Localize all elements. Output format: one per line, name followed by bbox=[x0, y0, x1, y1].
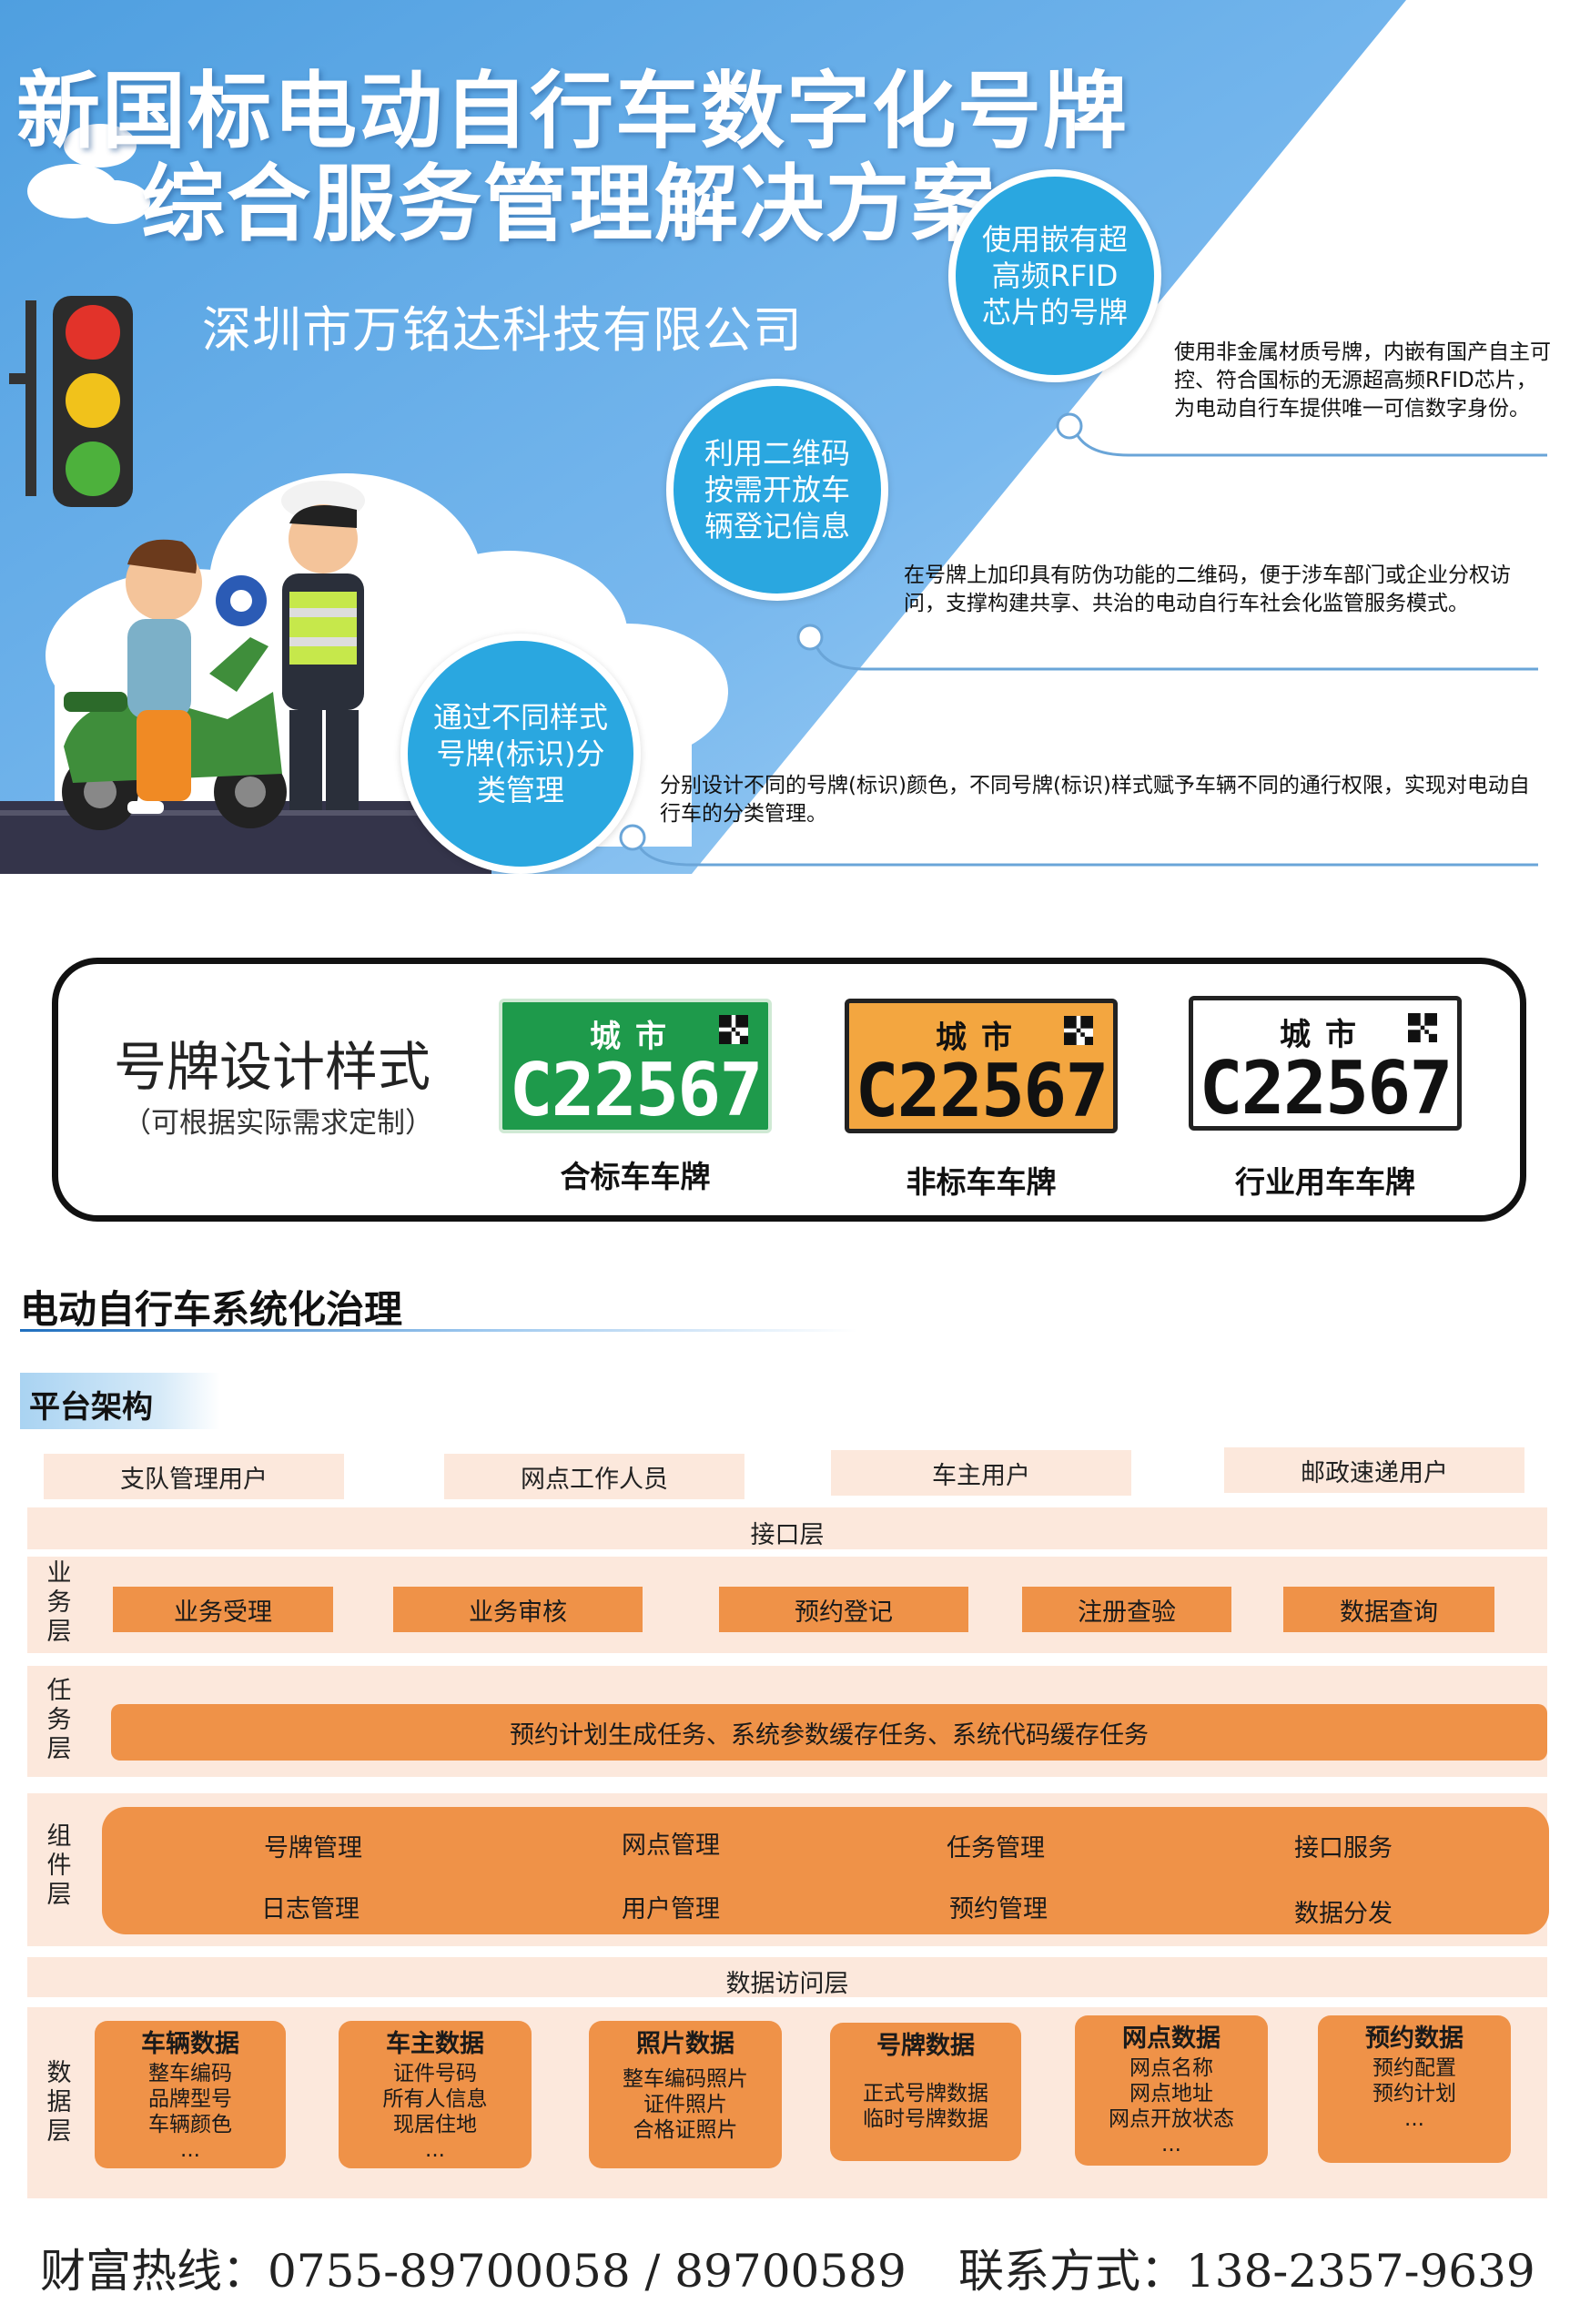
plate-city: 城市 bbox=[1280, 1017, 1371, 1053]
user-role-owner: 车主用户 bbox=[831, 1450, 1131, 1496]
architecture-tag: 平台架构 bbox=[29, 1389, 153, 1426]
component-user-mgmt: 用户管理 bbox=[622, 1895, 720, 1923]
data-card-reservation: 预约数据 预约配置 预约计划 ... bbox=[1318, 2015, 1511, 2163]
plate-nonstandard: 城市 C22567 bbox=[845, 999, 1118, 1133]
user-role-team-admin: 支队管理用户 bbox=[44, 1454, 344, 1499]
plate-industry: 城市 C22567 bbox=[1189, 996, 1462, 1131]
component-reservation-mgmt: 预约管理 bbox=[949, 1895, 1048, 1923]
component-outlet-mgmt: 网点管理 bbox=[622, 1832, 720, 1860]
plate-design-heading: 号牌设计样式 bbox=[114, 1036, 431, 1098]
plate-design-subheading: （可根据实际需求定制） bbox=[123, 1107, 433, 1140]
business-item-accept: 业务受理 bbox=[113, 1587, 333, 1632]
component-interface-service: 接口服务 bbox=[1294, 1834, 1393, 1862]
business-item-inspection: 注册查验 bbox=[1022, 1587, 1231, 1632]
plate-nonstandard-label: 非标车车牌 bbox=[906, 1164, 1057, 1200]
footer-hotline: 财富热线：0755-89700058 / 89700589 bbox=[40, 2245, 907, 2298]
plate-standard: 城市 C22567 bbox=[499, 999, 772, 1133]
plate-number: C22567 bbox=[509, 1048, 764, 1132]
task-layer-content: 预约计划生成任务、系统参数缓存任务、系统代码缓存任务 bbox=[111, 1704, 1547, 1761]
footer-contact: 联系方式：138-2357-9639 bbox=[958, 2245, 1535, 2298]
plate-city: 城市 bbox=[936, 1020, 1027, 1056]
data-card-photo: 照片数据 整车编码照片 证件照片 合格证照片 bbox=[589, 2021, 782, 2168]
component-log-mgmt: 日志管理 bbox=[261, 1895, 360, 1923]
plate-industry-label: 行业用车车牌 bbox=[1235, 1164, 1415, 1200]
component-data-distribution: 数据分发 bbox=[1294, 1900, 1393, 1928]
data-access-layer-label: 数据访问层 bbox=[725, 1970, 849, 1998]
feature-desc-rfid: 使用非金属材质号牌，内嵌有国产自主可控、符合国标的无源超高频RFID芯片，为电动… bbox=[1174, 340, 1551, 421]
architecture-tag-bg bbox=[20, 1373, 220, 1429]
task-layer-label: 任务层 bbox=[46, 1677, 72, 1763]
feature-circle-qrcode: 利用二维码按需开放车辆登记信息 bbox=[666, 379, 888, 601]
cloud-icon bbox=[27, 124, 150, 224]
business-item-reservation: 预约登记 bbox=[719, 1587, 968, 1632]
data-card-plate: 号牌数据 正式号牌数据 临时号牌数据 bbox=[830, 2023, 1021, 2161]
data-card-outlet: 网点数据 网点名称 网点地址 网点开放状态 ... bbox=[1075, 2015, 1268, 2166]
traffic-light-icon bbox=[9, 296, 133, 507]
data-access-layer: 数据访问层 bbox=[27, 1957, 1547, 1998]
officer-illustration bbox=[216, 481, 365, 810]
interface-layer-label: 接口层 bbox=[750, 1521, 825, 1549]
feature-desc-qrcode: 在号牌上加印具有防伪功能的二维码，便于涉车部门或企业分权访问，支撑构建共享、共治… bbox=[904, 563, 1511, 615]
feature-circle-classify: 通过不同样式号牌(标识)分类管理 bbox=[400, 634, 641, 874]
plate-number: C22567 bbox=[1199, 1046, 1454, 1131]
component-layer-label: 组件层 bbox=[46, 1822, 72, 1909]
plate-number: C22567 bbox=[855, 1049, 1109, 1133]
data-layer-label: 数据层 bbox=[46, 2059, 72, 2146]
business-item-review: 业务审核 bbox=[393, 1587, 643, 1632]
user-role-postal: 邮政速递用户 bbox=[1224, 1447, 1524, 1493]
component-plate-mgmt: 号牌管理 bbox=[264, 1834, 362, 1862]
business-item-query: 数据查询 bbox=[1283, 1587, 1494, 1632]
feature-circle-rfid: 使用嵌有超高频RFID芯片的号牌 bbox=[948, 169, 1161, 382]
data-card-owner: 车主数据 证件号码 所有人信息 现居住地 ... bbox=[339, 2021, 532, 2168]
hero-title-line2: 综合服务管理解决方案 bbox=[141, 155, 998, 253]
scooter-illustration bbox=[62, 637, 287, 830]
company-name: 深圳市万铭达科技有限公司 bbox=[202, 301, 803, 359]
qr-code-icon bbox=[1408, 1013, 1437, 1042]
boy-illustration bbox=[126, 539, 202, 814]
qr-code-icon bbox=[1064, 1016, 1093, 1045]
component-layer-panel bbox=[102, 1807, 1549, 1934]
qr-code-icon bbox=[719, 1015, 748, 1044]
business-layer-label: 业务层 bbox=[46, 1559, 72, 1646]
user-role-outlet-staff: 网点工作人员 bbox=[444, 1454, 744, 1499]
hero-title-line1: 新国标电动自行车数字化号牌 bbox=[16, 62, 1129, 160]
governance-title: 电动自行车系统化治理 bbox=[20, 1287, 403, 1332]
title-underline bbox=[20, 1329, 857, 1332]
hero-banner: 新国标电动自行车数字化号牌 综合服务管理解决方案 深圳市万铭达科技有限公司 使用… bbox=[0, 0, 1570, 874]
plate-city: 城市 bbox=[590, 1019, 681, 1055]
feature-desc-classify: 分别设计不同的号牌(标识)颜色，不同号牌(标识)样式赋予车辆不同的通行权限，实现… bbox=[660, 774, 1530, 826]
plate-standard-label: 合标车车牌 bbox=[560, 1159, 711, 1194]
component-task-mgmt: 任务管理 bbox=[947, 1834, 1045, 1862]
data-card-vehicle: 车辆数据 整车编码 品牌型号 车辆颜色 ... bbox=[95, 2021, 286, 2168]
interface-layer: 接口层 bbox=[27, 1507, 1547, 1549]
